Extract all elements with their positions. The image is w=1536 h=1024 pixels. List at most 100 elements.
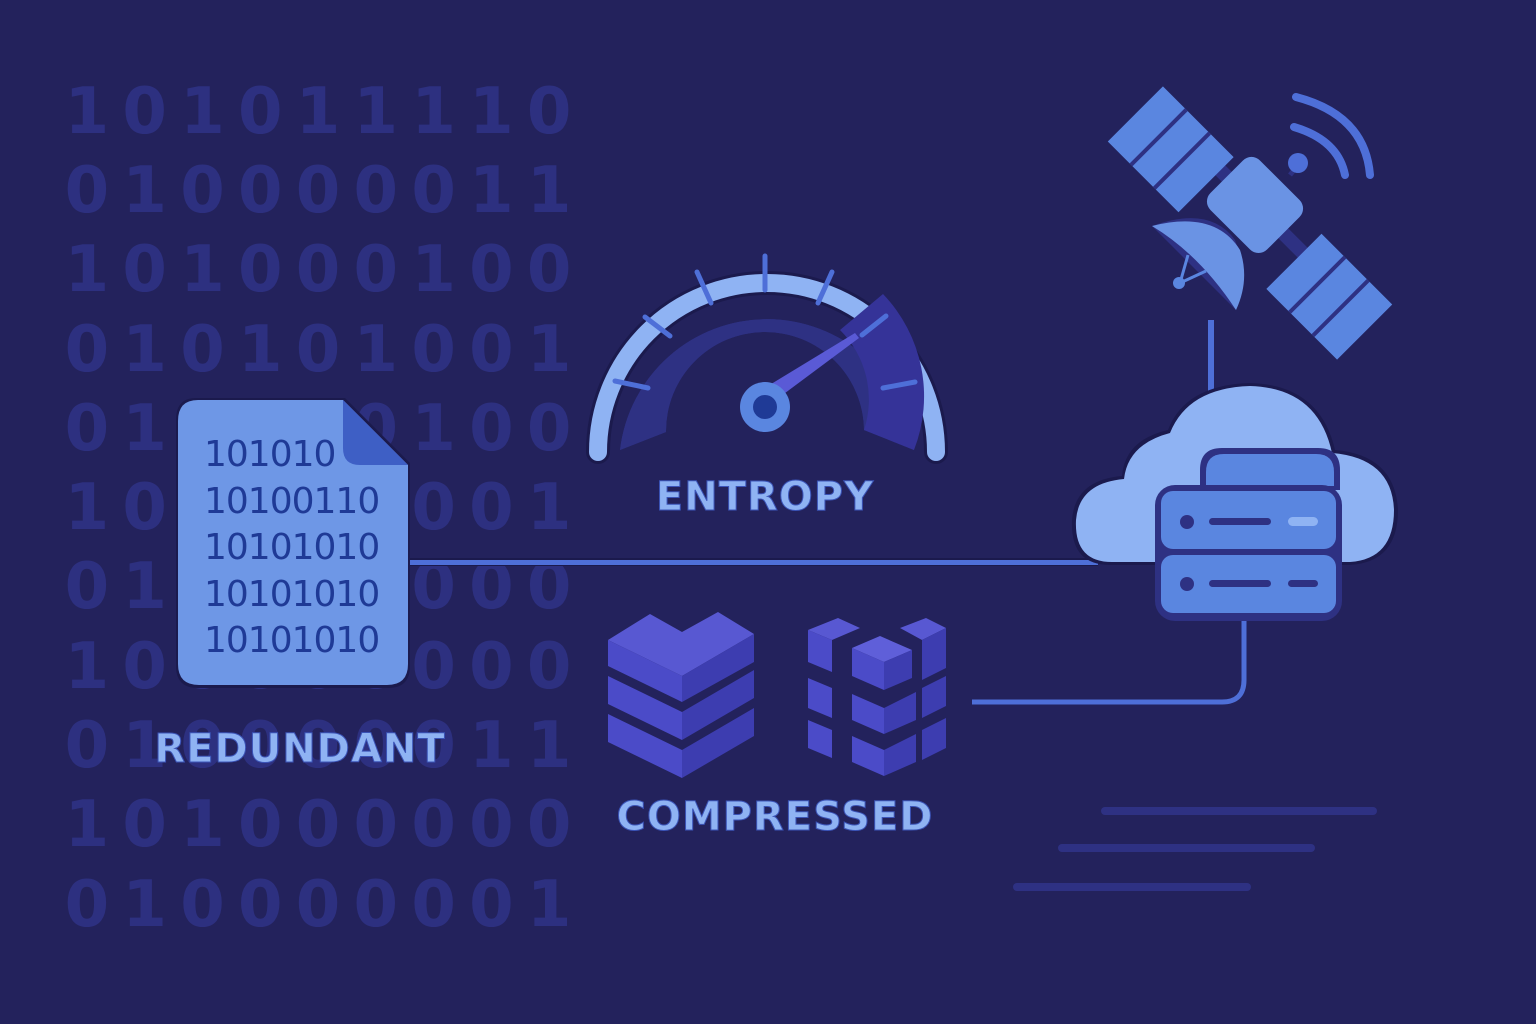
binary-digit: 1 — [526, 471, 572, 546]
document-line: 10100110 — [204, 480, 380, 522]
decorative-lines — [1013, 807, 1377, 891]
redundant-label: REDUNDANT — [154, 726, 446, 773]
binary-digit: 1 — [122, 391, 167, 466]
binary-digit: 0 — [64, 709, 110, 784]
modular-blocks-cube-icon — [808, 618, 946, 776]
binary-digit: 0 — [180, 867, 225, 942]
binary-digit: 0 — [526, 788, 572, 863]
binary-digit: 0 — [122, 74, 167, 149]
binary-digit: 0 — [411, 550, 456, 625]
binary-digit: 1 — [122, 312, 167, 387]
binary-document-icon — [176, 398, 410, 688]
binary-digit: 1 — [469, 153, 514, 228]
binary-digit: 0 — [295, 153, 341, 228]
binary-digit: 0 — [295, 233, 341, 308]
binary-digit: 0 — [469, 867, 514, 942]
binary-digit: 0 — [469, 629, 514, 704]
binary-digit: 0 — [237, 233, 283, 308]
binary-digit: 1 — [122, 550, 167, 625]
binary-digit: 0 — [411, 629, 456, 704]
binary-digit: 0 — [526, 233, 572, 308]
binary-digit: 1 — [180, 74, 225, 149]
binary-digit: 0 — [411, 471, 456, 546]
document-line: 10101010 — [204, 573, 380, 615]
binary-digit: 0 — [411, 153, 456, 228]
binary-digit: 1 — [122, 867, 167, 942]
binary-digit: 0 — [180, 709, 225, 784]
binary-digit: 0 — [469, 471, 514, 546]
binary-digit: 1 — [64, 471, 110, 546]
binary-digit: 0 — [64, 153, 110, 228]
binary-digit: 1 — [237, 312, 283, 387]
binary-digit: 0 — [237, 867, 283, 942]
binary-digit: 0 — [180, 153, 225, 228]
binary-digit: 1 — [180, 233, 225, 308]
server-icon — [1155, 448, 1342, 621]
binary-digit: 0 — [353, 233, 399, 308]
binary-digit: 1 — [353, 74, 399, 149]
binary-digit: 0 — [411, 709, 456, 784]
binary-digit: 0 — [353, 709, 399, 784]
binary-digit: 0 — [64, 312, 110, 387]
binary-digit: 0 — [353, 153, 399, 228]
binary-digit: 1 — [526, 153, 572, 228]
binary-digit: 1 — [526, 312, 572, 387]
binary-digit: 0 — [295, 788, 341, 863]
connector-line-server-to-compressed — [972, 615, 1247, 705]
binary-digit: 0 — [122, 471, 167, 546]
binary-digit: 1 — [64, 74, 110, 149]
document-line: 10101010 — [204, 620, 380, 661]
connector-line-satellite-to-cloud — [1208, 320, 1214, 400]
binary-digit: 0 — [353, 867, 399, 942]
binary-digit: 1 — [64, 788, 110, 863]
binary-digit: 0 — [237, 709, 283, 784]
binary-digit: 1 — [526, 867, 572, 942]
binary-digit: 0 — [353, 788, 399, 863]
binary-digit: 1 — [469, 74, 514, 149]
gauge-ticks — [612, 253, 918, 391]
gauge-icon — [586, 253, 948, 464]
binary-digit: 1 — [526, 709, 572, 784]
binary-digit: 0 — [469, 788, 514, 863]
binary-digit: 0 — [526, 550, 572, 625]
binary-digit: 0 — [122, 788, 167, 863]
binary-digit: 0 — [411, 312, 456, 387]
connector-line-document-to-cloud — [408, 558, 1098, 566]
binary-digit: 0 — [295, 312, 341, 387]
binary-digit: 1 — [411, 391, 456, 466]
binary-digit: 0 — [64, 867, 110, 942]
binary-digit: 0 — [469, 391, 514, 466]
binary-digit: 0 — [469, 550, 514, 625]
binary-digit: 0 — [122, 629, 167, 704]
stacked-layers-cube-icon — [608, 612, 754, 778]
binary-digit: 1 — [469, 709, 514, 784]
binary-digit: 0 — [526, 629, 572, 704]
binary-digit: 0 — [526, 74, 572, 149]
binary-digit: 0 — [64, 550, 110, 625]
document-binary-text: 101010 10100110 10101010 10101010 101010… — [204, 432, 394, 665]
binary-digit: 1 — [180, 788, 225, 863]
binary-digit: 0 — [237, 788, 283, 863]
binary-digit: 0 — [64, 391, 110, 466]
binary-digit: 1 — [64, 629, 110, 704]
binary-digit: 0 — [295, 867, 341, 942]
binary-digit: 0 — [411, 788, 456, 863]
entropy-label: ENTROPY — [655, 474, 875, 521]
binary-digit: 0 — [469, 233, 514, 308]
binary-digit: 1 — [411, 233, 456, 308]
binary-digit: 0 — [237, 153, 283, 228]
binary-digit: 0 — [237, 74, 283, 149]
signal-waves-icon — [1290, 93, 1374, 179]
binary-digit: 1 — [122, 709, 167, 784]
binary-digit: 0 — [122, 233, 167, 308]
binary-digit: 0 — [411, 867, 456, 942]
binary-digit: 0 — [469, 312, 514, 387]
document-line: 101010 — [204, 434, 336, 475]
compressed-label: COMPRESSED — [616, 794, 934, 841]
